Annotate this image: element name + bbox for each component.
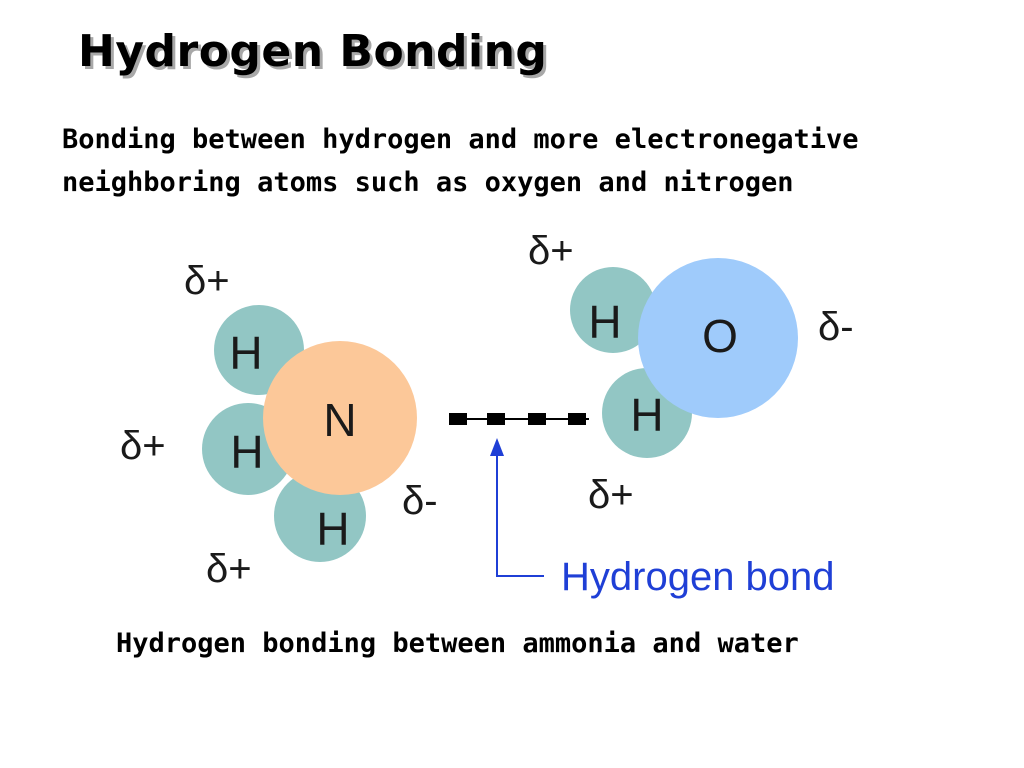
water-hydrogen-atom-top <box>570 267 656 353</box>
ammonia-hydrogen-label-bottom: H <box>316 503 349 555</box>
ammonia-hydrogen-charge-bottom: δ+ <box>206 547 252 591</box>
nitrogen-atom <box>263 341 417 495</box>
pointer-line <box>496 450 544 577</box>
bond-dash <box>568 413 586 425</box>
diagram-caption: Hydrogen bonding between ammonia and wat… <box>116 628 799 659</box>
nitrogen-atom-label: N <box>323 394 356 446</box>
oxygen-atom <box>638 258 798 418</box>
water-molecule: O H H δ+ δ+ δ- <box>528 229 854 517</box>
slide-description: Bonding between hydrogen and more electr… <box>62 124 859 198</box>
water-hydrogen-label-top: H <box>588 296 621 348</box>
bond-dash <box>528 413 546 425</box>
water-hydrogen-label-bottom: H <box>630 389 663 441</box>
ammonia-molecule: N H H H δ+ δ+ δ+ δ- <box>120 259 438 591</box>
hydrogen-bond-label: Hydrogen bond <box>561 555 835 599</box>
arrow-head-icon <box>490 438 504 456</box>
ammonia-hydrogen-label-middle: H <box>230 426 263 478</box>
water-hydrogen-charge-bottom: δ+ <box>588 473 634 517</box>
oxygen-atom-label: O <box>702 310 738 362</box>
nitrogen-partial-charge: δ- <box>402 479 438 523</box>
ammonia-hydrogen-charge-middle: δ+ <box>120 424 166 468</box>
ammonia-hydrogen-label-top: H <box>229 327 262 379</box>
oxygen-partial-charge: δ- <box>818 305 854 349</box>
bond-dash <box>487 413 505 425</box>
water-hydrogen-charge-top: δ+ <box>528 229 574 273</box>
bond-dash <box>449 413 467 425</box>
hydrogen-bond-line <box>449 413 589 425</box>
slide-title: Hydrogen Bonding <box>78 26 548 77</box>
hydrogen-bond-pointer: Hydrogen bond <box>490 438 835 599</box>
ammonia-hydrogen-charge-top: δ+ <box>184 259 230 303</box>
